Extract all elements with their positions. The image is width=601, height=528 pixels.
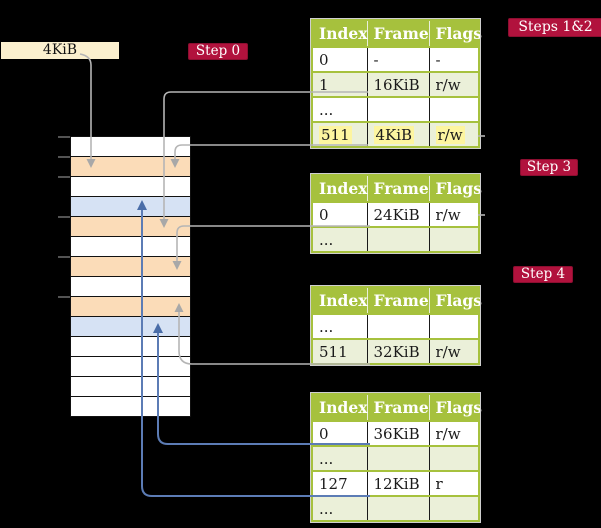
table-row: 127 12KiB r: [312, 470, 479, 496]
table-row: 0 36KiB r/w: [312, 420, 479, 446]
table-row-highlighted: 511 4KiB r/w: [312, 121, 479, 147]
cell-index: 0: [319, 50, 329, 69]
cell-index: 0: [319, 205, 329, 224]
memory-frame: [71, 237, 190, 257]
col-header-flags: Flags: [429, 394, 482, 421]
cell-flags: r/w: [435, 125, 465, 144]
cell-index: ...: [319, 230, 334, 249]
cell-frame: -: [373, 50, 379, 69]
col-header-index: Index: [312, 175, 368, 202]
badge-step-4: Step 4: [513, 266, 573, 283]
memory-frame: [71, 377, 190, 397]
memory-frame: [71, 397, 190, 416]
badge-step-3: Step 3: [520, 159, 578, 176]
col-header-index: Index: [312, 287, 368, 314]
cell-index: ...: [319, 499, 334, 518]
col-header-frame: Frame: [367, 175, 430, 202]
table-row: 0 - -: [312, 46, 479, 72]
table-row: ...: [312, 96, 479, 122]
frame-size-box: 4KiB: [1, 42, 119, 59]
page-table-step-4-upper: Index Frame Flags ... 511 32KiB r/w: [310, 285, 482, 366]
col-header-frame: Frame: [367, 287, 430, 314]
memory-frame: [71, 197, 190, 217]
memory-frame: [71, 177, 190, 197]
col-header-frame: Frame: [367, 20, 430, 47]
cell-flags: r: [435, 474, 443, 493]
page-table-step-3: Index Frame Flags 0 24KiB r/w ...: [310, 173, 482, 254]
cell-flags: r/w: [435, 75, 461, 94]
memory-frame: [71, 257, 190, 277]
memory-tick-marks: [58, 136, 70, 298]
memory-frame: [71, 297, 190, 317]
memory-frame: [71, 137, 190, 157]
col-header-index: Index: [312, 20, 368, 47]
frame-size-label: 4KiB: [42, 42, 78, 58]
col-header-flags: Flags: [429, 20, 482, 47]
cell-flags: -: [435, 50, 441, 69]
cell-index: 511: [319, 342, 348, 361]
cell-index: ...: [319, 100, 334, 119]
table-row: ...: [312, 313, 479, 339]
cell-index: 0: [319, 424, 329, 443]
table-row: 0 24KiB r/w: [312, 201, 479, 227]
memory-frame: [71, 157, 190, 177]
cell-index: 127: [319, 474, 348, 493]
col-header-flags: Flags: [429, 175, 482, 202]
cell-frame: 24KiB: [373, 205, 420, 224]
cell-index: 1: [319, 75, 329, 94]
cell-frame: 4KiB: [373, 125, 415, 144]
table-header-row: Index Frame Flags: [312, 175, 482, 202]
cell-flags: r/w: [435, 205, 461, 224]
table-row: ...: [312, 495, 479, 521]
cell-index: 511: [319, 125, 352, 144]
cell-index: ...: [319, 449, 334, 468]
table-header-row: Index Frame Flags: [312, 287, 482, 314]
cell-frame: 12KiB: [373, 474, 420, 493]
table-row: 511 32KiB r/w: [312, 338, 479, 364]
page-table-step-4-lower: Index Frame Flags 0 36KiB r/w ... 127 12…: [310, 392, 482, 523]
col-header-index: Index: [312, 394, 368, 421]
table-header-row: Index Frame Flags: [312, 20, 482, 47]
table-row: ...: [312, 445, 479, 471]
physical-memory-column: [70, 136, 191, 417]
memory-frame: [71, 317, 190, 337]
cell-index: ...: [319, 317, 334, 336]
badge-step-0: Step 0: [188, 43, 248, 60]
cell-flags: r/w: [435, 342, 461, 361]
col-header-flags: Flags: [429, 287, 482, 314]
badge-steps-1-2: Steps 1&2: [508, 18, 601, 37]
page-table-steps-1-2: Index Frame Flags 0 - - 1 16KiB r/w ... …: [310, 18, 482, 149]
col-header-frame: Frame: [367, 394, 430, 421]
table-header-row: Index Frame Flags: [312, 394, 482, 421]
cell-flags: r/w: [435, 424, 461, 443]
memory-frame: [71, 217, 190, 237]
table-row: ...: [312, 226, 479, 252]
cell-frame: 36KiB: [373, 424, 420, 443]
memory-frame: [71, 277, 190, 297]
cell-frame: 16KiB: [373, 75, 420, 94]
cell-frame: 32KiB: [373, 342, 420, 361]
table-row: 1 16KiB r/w: [312, 71, 479, 97]
memory-frame: [71, 357, 190, 377]
memory-frame: [71, 337, 190, 357]
